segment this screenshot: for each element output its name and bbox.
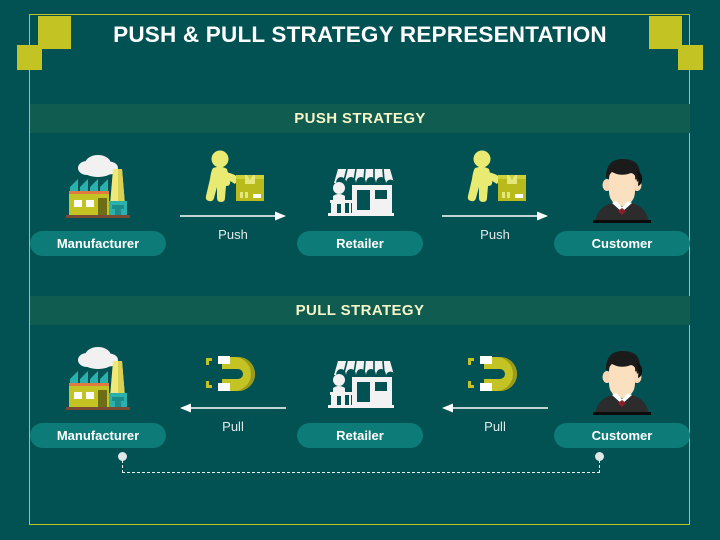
node-label-text: Customer	[591, 428, 653, 443]
customer-avatar-icon	[554, 145, 690, 223]
node-retailer-pull[interactable]: Retailer	[292, 337, 428, 457]
shop-icon	[292, 337, 428, 415]
corner-square-top-left-small	[17, 45, 42, 70]
node-label-manufacturer-push: Manufacturer	[30, 231, 166, 256]
node-label-text: Retailer	[336, 236, 384, 251]
connector-push-1: Push	[178, 145, 288, 265]
corner-square-top-right-small	[678, 45, 703, 70]
node-customer-push[interactable]: Customer	[554, 145, 690, 265]
connector-label-pull-1: Pull	[222, 419, 244, 434]
factory-icon	[30, 145, 166, 223]
pull-strategy-row: Manufacturer	[30, 337, 690, 457]
magnet-icon	[440, 337, 550, 399]
connector-label-push-1: Push	[218, 227, 248, 242]
customer-avatar-icon	[554, 337, 690, 415]
corner-square-top-left-large	[38, 16, 71, 49]
bracket-endpoint-left-dot	[118, 452, 127, 461]
node-label-customer-push: Customer	[554, 231, 690, 256]
shop-icon	[292, 145, 428, 223]
arrow-right-icon	[178, 207, 288, 225]
corner-square-top-right-large	[649, 16, 682, 49]
node-label-retailer-push: Retailer	[297, 231, 423, 256]
connector-pull-2: Pull	[440, 337, 550, 457]
connector-push-2: Push	[440, 145, 550, 265]
node-label-manufacturer-pull: Manufacturer	[30, 423, 166, 448]
dashed-demand-bracket	[118, 452, 604, 474]
node-label-text: Customer	[591, 236, 653, 251]
section-band-push: PUSH STRATEGY	[30, 104, 690, 133]
section-band-pull: PULL STRATEGY	[30, 296, 690, 325]
factory-icon	[30, 337, 166, 415]
connector-label-pull-2: Pull	[484, 419, 506, 434]
magnet-icon	[178, 337, 288, 399]
bracket-vertical-left	[122, 460, 123, 473]
connector-pull-1: Pull	[178, 337, 288, 457]
arrow-right-icon	[440, 207, 550, 225]
node-label-text: Manufacturer	[56, 428, 140, 443]
worker-pushing-box-icon	[440, 145, 550, 207]
node-manufacturer-pull[interactable]: Manufacturer	[30, 337, 166, 457]
push-strategy-row: Manufacturer	[30, 145, 690, 265]
section-band-pull-label: PULL STRATEGY	[295, 302, 425, 319]
section-band-push-label: PUSH STRATEGY	[294, 110, 426, 127]
worker-pushing-box-icon	[178, 145, 288, 207]
bracket-horizontal	[122, 472, 600, 473]
node-manufacturer-push[interactable]: Manufacturer	[30, 145, 166, 265]
connector-label-push-2: Push	[480, 227, 510, 242]
bracket-vertical-right	[599, 460, 600, 473]
node-label-text: Retailer	[336, 428, 384, 443]
bracket-endpoint-right-dot	[595, 452, 604, 461]
arrow-left-icon	[178, 399, 288, 417]
node-label-text: Manufacturer	[56, 236, 140, 251]
node-label-retailer-pull: Retailer	[297, 423, 423, 448]
node-customer-pull[interactable]: Customer	[554, 337, 690, 457]
arrow-left-icon	[440, 399, 550, 417]
node-retailer-push[interactable]: Retailer	[292, 145, 428, 265]
page-title: PUSH & PULL STRATEGY REPRESENTATION	[113, 22, 607, 47]
node-label-customer-pull: Customer	[554, 423, 690, 448]
